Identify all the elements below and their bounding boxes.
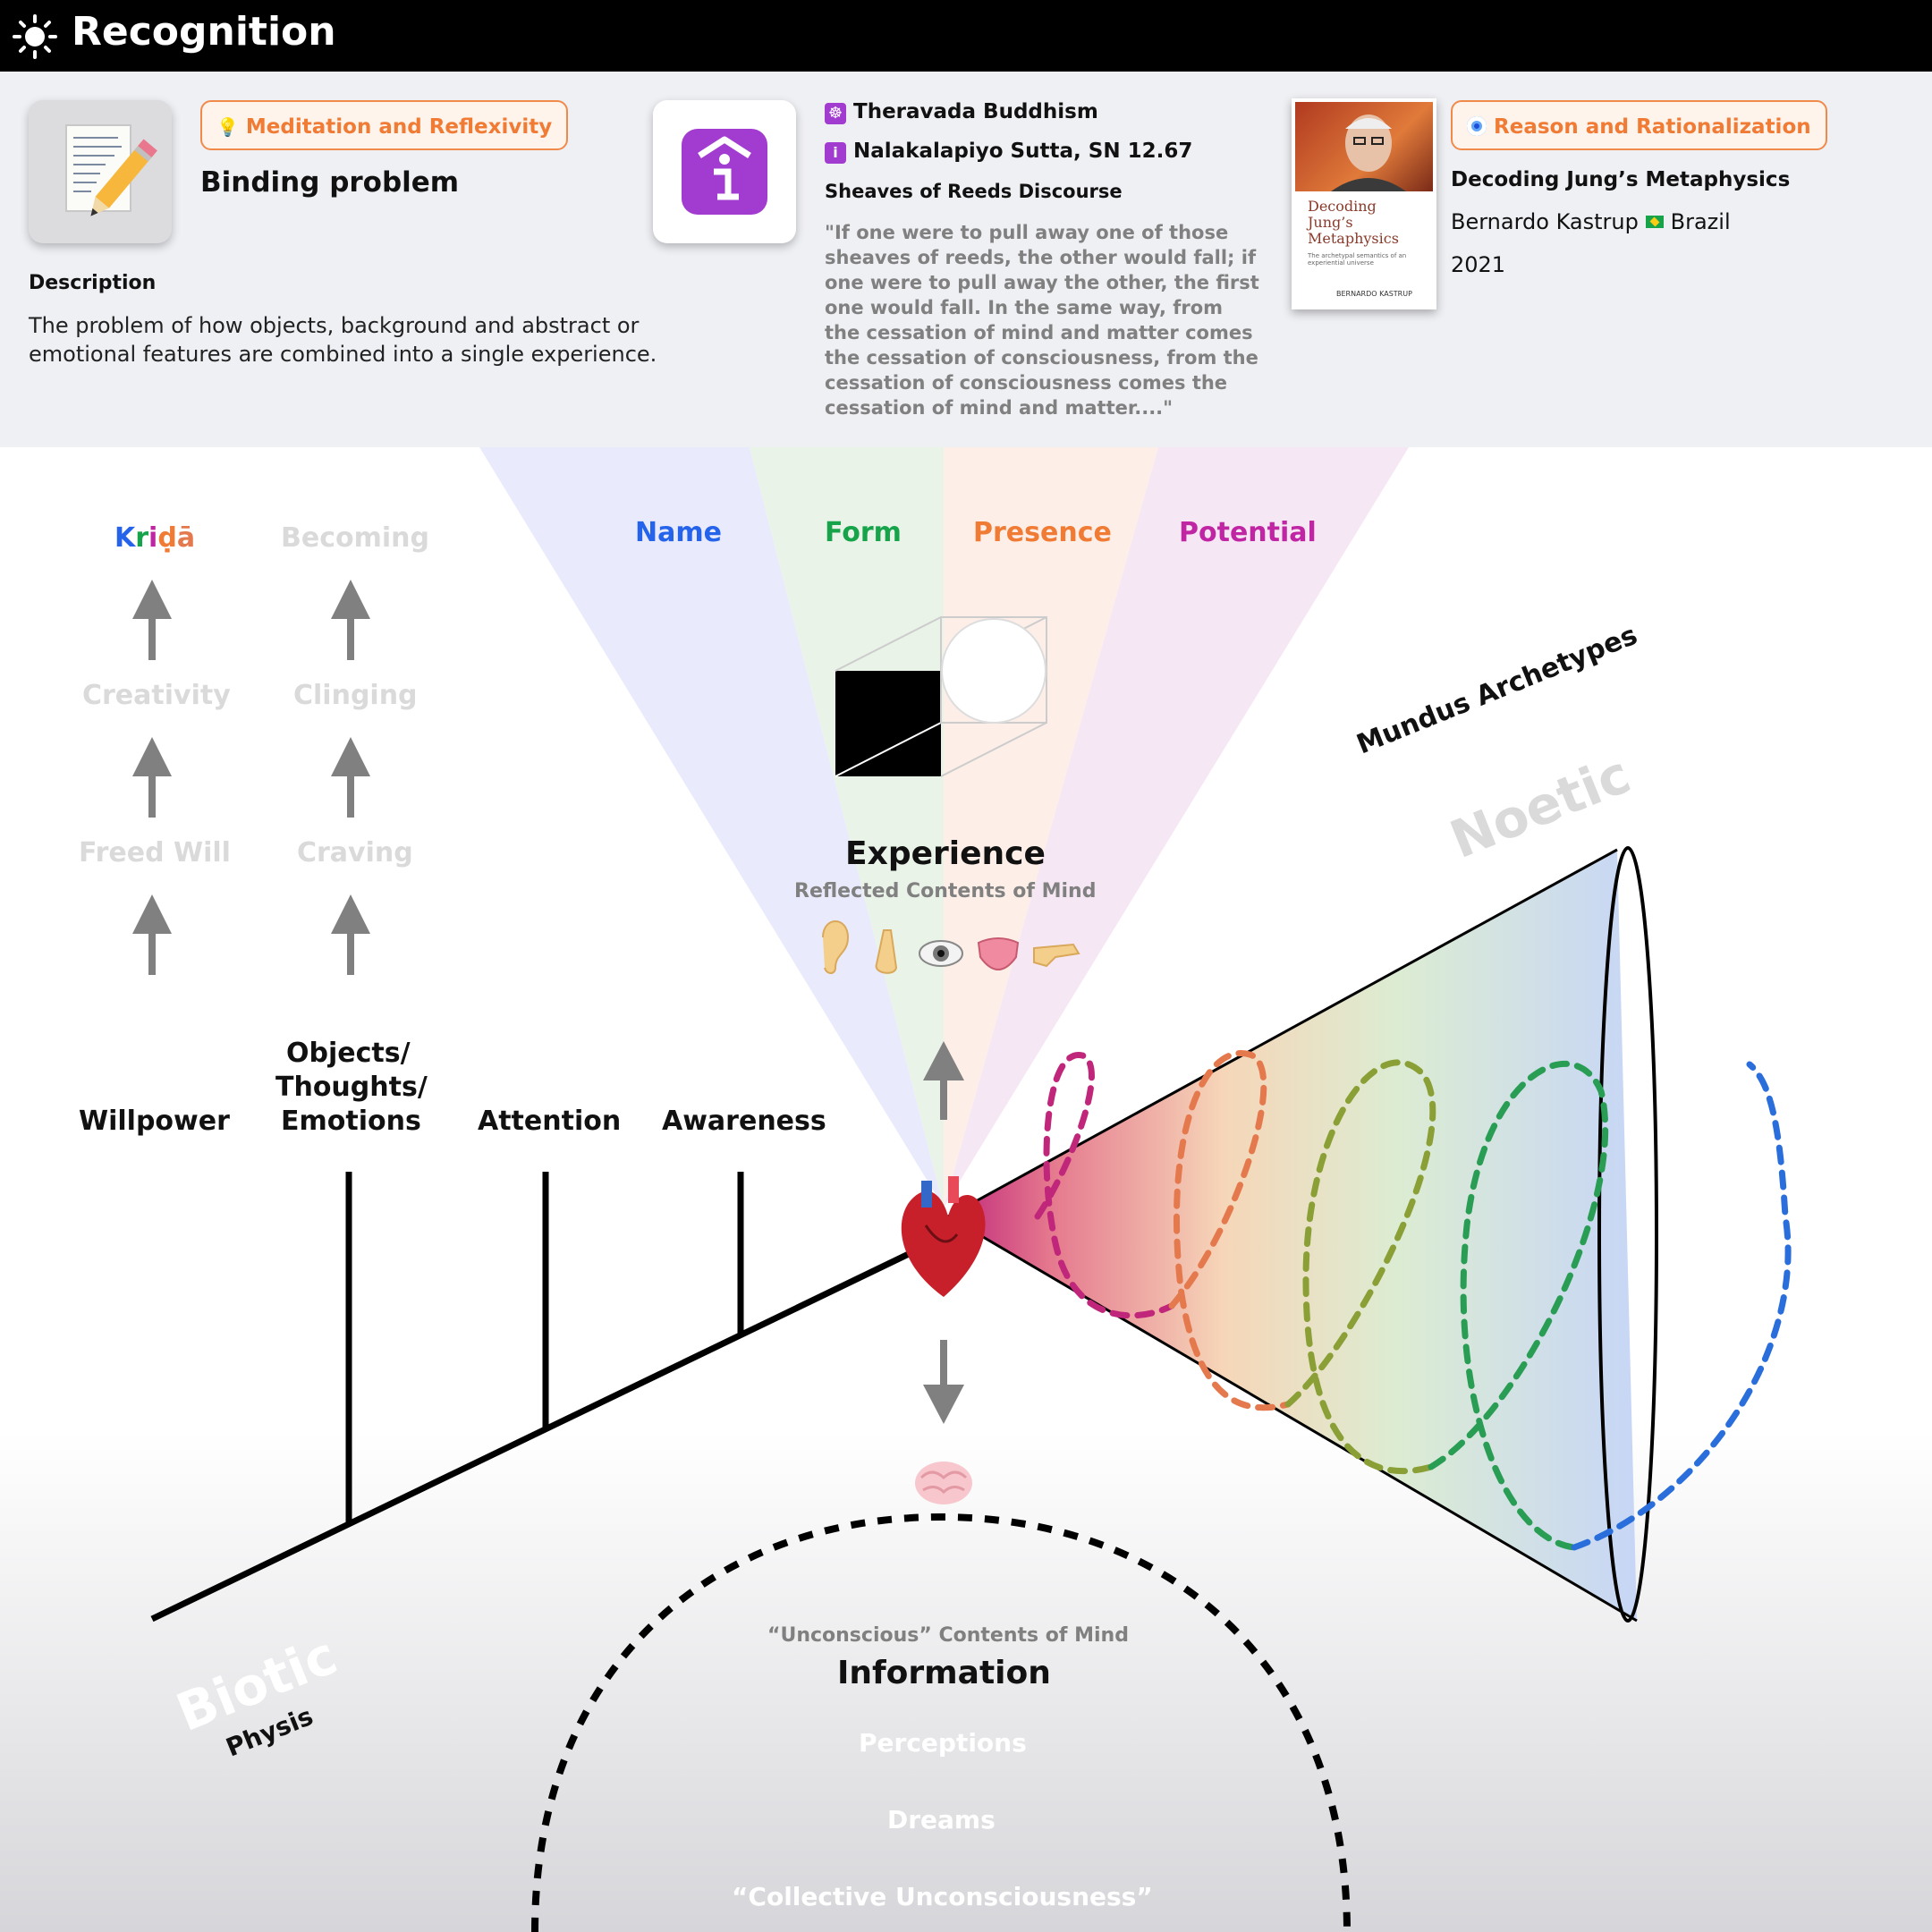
book-country: Brazil (1646, 209, 1731, 234)
unconscious-label: “Unconscious” Contents of Mind (767, 1624, 1129, 1647)
description-line-1: The problem of how objects, background a… (29, 313, 640, 338)
brain-icon (915, 1462, 972, 1504)
willpower-label: Willpower (79, 1106, 230, 1137)
craving-label: Craving (297, 837, 413, 869)
lightbulb-icon: 💡 (216, 116, 239, 138)
book-cover[interactable]: Decoding Jung’s Metaphysics The archetyp… (1292, 98, 1436, 309)
category-tag-reason[interactable]: Reason and Rationalization (1451, 100, 1827, 150)
description-line-2: emotional features are combined into a s… (29, 342, 657, 367)
dreams-label: Dreams (887, 1805, 996, 1835)
arrow-up-icon (923, 1041, 964, 1120)
cover-portrait (1295, 102, 1433, 191)
thoughts-label: Thoughts/ (275, 1072, 428, 1103)
category-tag-meditation[interactable]: 💡 Meditation and Reflexivity (200, 100, 569, 150)
emotions-label: Emotions (281, 1106, 421, 1137)
beam-label-name: Name (635, 517, 722, 548)
krida-label: Kriḍā (114, 522, 196, 554)
diagram: Kriḍā Creativity Freed Will Becoming Cli… (0, 447, 1932, 1932)
becoming-label: Becoming (281, 522, 429, 554)
sense-icons (822, 920, 1080, 974)
info-panel: 💡 Meditation and Reflexivity Binding pro… (0, 72, 1932, 447)
cone-rim (1597, 846, 1658, 1623)
spiral-loops (1034, 1050, 1792, 1551)
sun-icon (13, 14, 57, 59)
unconscious-arc (531, 1513, 1351, 1932)
objects-label: Objects/ (286, 1038, 411, 1069)
arrow-up-icon (132, 894, 172, 975)
creativity-label: Creativity (82, 680, 231, 711)
collective-unconsciousness-label: “Collective Unconsciousness” (732, 1882, 1153, 1911)
arrow-up-icon (132, 580, 172, 660)
experience-label: Experience (845, 835, 1046, 872)
tongue-icon (977, 937, 1020, 970)
beam-label-form: Form (825, 517, 902, 548)
experience-subtitle: Reflected Contents of Mind (794, 880, 1097, 902)
place-of-worship-icon (682, 129, 767, 215)
hand-icon (1033, 943, 1080, 968)
description-label: Description (29, 272, 157, 294)
title-bar: Recognition (0, 0, 1932, 72)
arrow-up-icon (331, 580, 370, 660)
diagram-canvas (0, 447, 1932, 1932)
freed-will-label: Freed Will (79, 837, 231, 869)
cover-title: Decoding Jung’s Metaphysics (1308, 198, 1399, 247)
cover-subtitle: The archetypal semantics of an experient… (1308, 252, 1407, 267)
memo-icon (65, 124, 157, 216)
sutta-quote: "If one were to pull away one of those s… (825, 222, 1259, 419)
memo-tile (29, 100, 172, 243)
portrait-image (1331, 114, 1406, 191)
ear-icon (822, 920, 850, 974)
nazar-eye-icon (1467, 116, 1487, 136)
attention-label: Attention (478, 1106, 622, 1137)
eye-icon (919, 940, 963, 967)
card-heading: Binding problem (200, 166, 460, 199)
beam-name (479, 447, 944, 1208)
book-author: Bernardo Kastrup (1451, 209, 1639, 234)
beam-potential (944, 447, 1409, 1208)
awareness-label: Awareness (662, 1106, 826, 1137)
cover-author: BERNARDO KASTRUP (1336, 290, 1412, 298)
beam-label-presence: Presence (973, 517, 1112, 548)
information-label: Information (837, 1655, 1051, 1691)
wheel-of-dharma-icon: ☸ (825, 103, 846, 124)
noetic-cone (948, 850, 1637, 1621)
baseline (150, 1249, 914, 1623)
clinging-label: Clinging (293, 680, 418, 711)
beam-label-potential: Potential (1179, 517, 1317, 548)
tradition-line: ☸ Theravada Buddhism (825, 100, 1098, 124)
sutta-subtitle: Sheaves of Reeds Discourse (825, 181, 1123, 202)
cube-sphere-icon (835, 616, 1047, 777)
anatomical-heart-icon (901, 1176, 986, 1297)
place-of-worship-small-icon: i (825, 142, 846, 164)
arrow-down-icon (923, 1340, 964, 1424)
brazil-flag-icon (1646, 216, 1664, 228)
page-title: Recognition (72, 9, 336, 55)
sutta-line: i Nalakalapiyo Sutta, SN 12.67 (825, 140, 1192, 164)
arrow-up-icon (331, 894, 370, 975)
beam-form (750, 447, 944, 1208)
nose-icon (875, 929, 898, 974)
perceptions-label: Perceptions (859, 1728, 1027, 1758)
book-title: Decoding Jung’s Metaphysics (1451, 168, 1791, 191)
arrow-up-icon (132, 737, 172, 818)
left-arrows (132, 580, 370, 975)
book-year: 2021 (1451, 252, 1506, 277)
arrow-up-icon (331, 737, 370, 818)
info-tile (653, 100, 796, 243)
